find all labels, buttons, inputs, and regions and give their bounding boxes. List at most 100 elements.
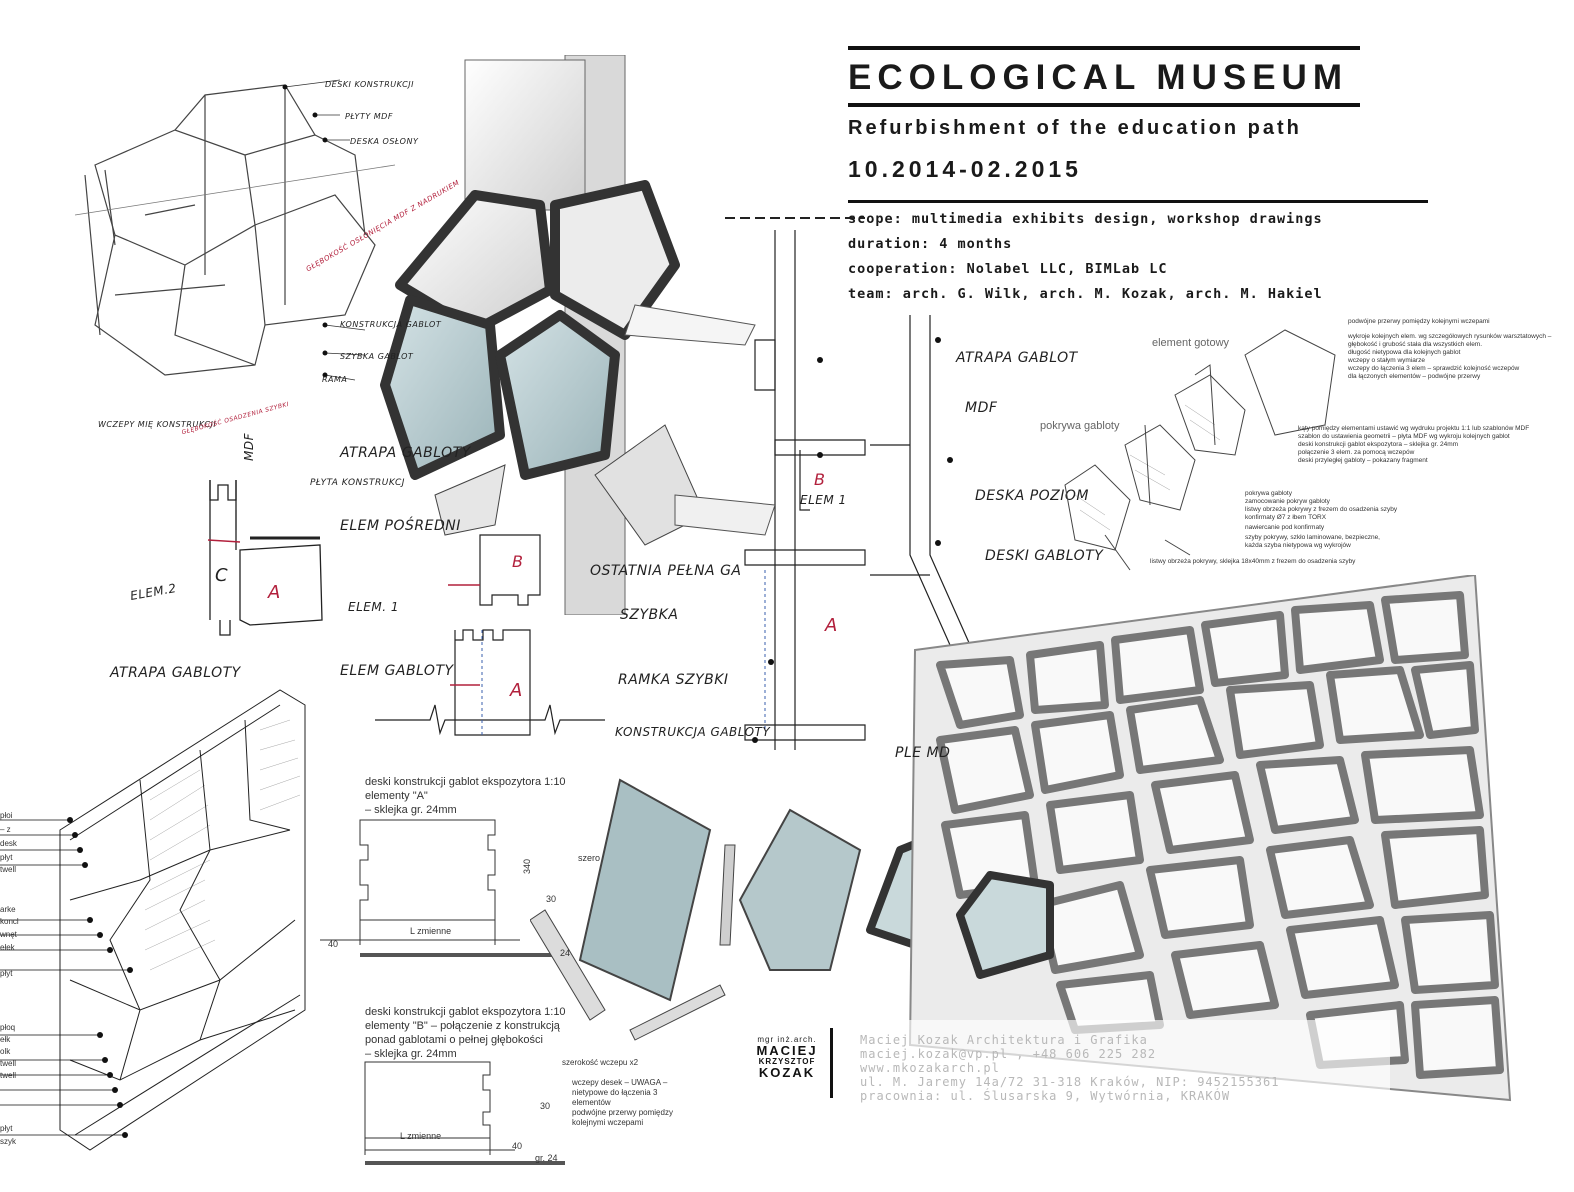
- label-mdf: MDF: [965, 400, 998, 416]
- vertical-section-sketch: [725, 217, 866, 750]
- left-callout-8: wnęt: [0, 930, 17, 939]
- exploded-note-b5: nawiercanie pod konfirmaty: [1245, 524, 1325, 531]
- section-sketch: [207, 480, 323, 636]
- label-letter-b: B: [512, 552, 524, 571]
- tech-b-dim-gr24: gr. 24: [535, 1153, 558, 1163]
- label-glebokosc-szybki: GŁĘBOKOŚĆ OSADZENIA SZYBKI: [180, 400, 290, 437]
- label-rama: RAMA: [322, 375, 348, 384]
- credit-contact[interactable]: maciej.kozak@vp.pl , +48 606 225 282: [860, 1047, 1157, 1061]
- detail-sketch-b: [448, 534, 541, 606]
- tech-dim-40: 40: [328, 939, 339, 949]
- label-ple-md: PLE MD: [895, 745, 951, 761]
- info-duration: duration: 4 months: [848, 236, 1013, 252]
- exploded-note-r4: długość nietypowa dla kolejnych gablot: [1348, 349, 1461, 356]
- tech-note-2: nietypowe do łączenia 3: [572, 1088, 658, 1097]
- exploded-note-b1: pokrywa gabloty: [1245, 490, 1292, 497]
- credit-company: Maciej Kozak Architektura i Grafika: [860, 1033, 1148, 1047]
- label-letter-a: A: [510, 680, 523, 701]
- left-callout-9: ełek: [0, 943, 15, 952]
- info-scope: scope: multimedia exhibits design, works…: [848, 211, 1323, 227]
- left-callout-3: desk: [0, 839, 17, 848]
- label-plyta-konstrukcji: PŁYTA KONSTRUKCJ: [310, 478, 405, 488]
- logo-degree: mgr inż.arch.: [757, 1035, 817, 1044]
- tech-b-dim: L zmienne: [400, 1131, 442, 1141]
- label-ostatnia: OSTATNIA PEŁNA GA: [590, 563, 742, 579]
- credit-website[interactable]: www.mkozakarch.pl: [860, 1061, 1000, 1075]
- logo-name-middle: KRZYSZTOF: [758, 1057, 816, 1066]
- honeycomb-wall-render: [908, 575, 1512, 1102]
- label-konstrukcja-gabloty: KONSTRUKCJA GABLOTY: [615, 725, 771, 739]
- tech-b-line2: elementy "B" – połączenie z konstrukcją: [365, 1020, 560, 1032]
- exploded-note-r7: dla łączonych elementów – podwójne przer…: [1348, 373, 1481, 380]
- exploded-cover-sketch: [1064, 329, 1336, 571]
- label-elem1b: ELEM 1: [800, 493, 847, 507]
- tech-szer: szero: [578, 853, 601, 863]
- label-letter-a-red: A: [268, 582, 281, 603]
- label-wczepy: WCZEPY MIĘ KONSTRUKCJI: [98, 420, 217, 429]
- label-letter-a-2: A: [825, 615, 838, 636]
- exploded-note-r9: szablon do ustawienia geometrii – płyta …: [1298, 433, 1510, 440]
- exploded-note-r2: wykroje kolejnych elem. wg szczegółowych…: [1348, 333, 1552, 340]
- label-deski-gabloty: DESKI GABLOTY: [985, 548, 1104, 564]
- isometric-wall-drawing: [0, 689, 306, 1151]
- tech-dim-30: 30: [546, 894, 557, 904]
- author-logo: mgr inż.arch. MACIEJ KRZYSZTOF KOZAK: [755, 1035, 819, 1079]
- exploded-note-r8: kąty pomiędzy elementami ustawić wg wydr…: [1298, 425, 1530, 432]
- tech-b-line4: – sklejka gr. 24mm: [365, 1048, 457, 1060]
- project-dates: 10.2014-02.2015: [848, 156, 1082, 182]
- exploded-note-b2: zamocowanie pokryw gabloty: [1245, 498, 1330, 505]
- tech-wczep-label: szerokość wczepu x2: [562, 1058, 639, 1067]
- tech-b-dim-30: 30: [540, 1101, 551, 1111]
- label-plyty-mdf: PŁYTY MDF: [345, 112, 393, 121]
- title-top-rule: [848, 46, 1360, 50]
- logo-divider: [830, 1028, 833, 1098]
- left-callout-11: płoq: [0, 1023, 16, 1032]
- left-callout-12: ełk: [0, 1035, 11, 1044]
- tech-drawing-a: [320, 819, 560, 957]
- exploded-note-b6: szyby pokrywy, szkło laminowane, bezpiec…: [1245, 534, 1380, 541]
- exploded-note-r10: deski konstrukcji gablot ekspozytora – s…: [1298, 441, 1459, 448]
- tech-a-line2: elementy "A": [365, 790, 428, 802]
- credit-address: ul. M. Jaremy 14a/72 31-318 Kraków, NIP:…: [860, 1075, 1280, 1089]
- exploded-note-r3: głębokość i grubość stała dla wszystkich…: [1348, 341, 1483, 348]
- left-callout-14: twell: [0, 1059, 17, 1068]
- credit-studio: pracownia: ul. Ślusarska 9, Wytwórnia, K…: [860, 1089, 1231, 1103]
- exploded-note-r12: deski przyległej gabloty – pokazany frag…: [1298, 457, 1428, 464]
- label-deski-konstrukcji: DESKI KONSTRUKCJI: [325, 80, 414, 89]
- detail-sketch-a: [375, 629, 605, 736]
- tech-note-3: elementów: [572, 1098, 611, 1107]
- title-bottom-rule: [848, 103, 1360, 107]
- exploded-note-r5: wczepy o stałym wymiarze: [1348, 357, 1425, 364]
- label-letter-b-2: B: [814, 470, 826, 489]
- left-callout-4: płyt: [0, 853, 13, 862]
- exploded-note-r6: wczepy do łączenia 3 elem – sprawdzić ko…: [1348, 365, 1520, 372]
- label-pokrywa-gabloty: pokrywa gabloty: [1040, 420, 1120, 432]
- left-callout-6: arke: [0, 905, 16, 914]
- logo-name-last: KOZAK: [758, 1065, 816, 1080]
- label-elem-gabloty: ELEM GABLOTY: [340, 663, 454, 679]
- left-callout-15: twell: [0, 1071, 17, 1080]
- label-atrapa-gabloty-2: ATRAPA GABLOTY: [110, 665, 241, 681]
- logo-name-first: MACIEJ: [756, 1043, 818, 1058]
- credits-backdrop: [850, 1020, 1390, 1110]
- label-deska-oslony: DESKA OSŁONY: [350, 137, 419, 146]
- label-deska-poziom: DESKA POZIOM: [975, 488, 1090, 504]
- page-subtitle: Refurbishment of the education path: [848, 117, 1302, 139]
- left-callout-5: twell: [0, 865, 17, 874]
- left-callout-16: płyt: [0, 1124, 13, 1133]
- right-section-sketch: [870, 315, 971, 646]
- tech-a-title: deski konstrukcji gablot ekspozytora 1:1…: [365, 776, 566, 788]
- left-callout-1: płoi: [0, 811, 13, 820]
- label-szybka: SZYBKA: [620, 607, 679, 623]
- label-elem1: ELEM. 1: [348, 600, 399, 614]
- hex-cabinet-render: [380, 55, 775, 615]
- info-team: team: arch. G. Wilk, arch. M. Kozak, arc…: [848, 286, 1323, 302]
- label-szybka-gablot: SZYBKA GABLOT: [340, 352, 414, 361]
- exploded-note-b3: listwy obrzeża pokrywy z frezem do osadz…: [1245, 506, 1398, 513]
- page-title: ECOLOGICAL MUSEUM: [848, 58, 1348, 97]
- left-callout-7: koncl: [0, 917, 19, 926]
- tech-note-4: podwójne przerwy pomiędzy: [572, 1108, 673, 1117]
- label-atrapa-gabloty-1: ATRAPA GABLOTY: [340, 445, 471, 461]
- label-letter-c: C: [215, 565, 229, 586]
- exploded-note-b4: konfirmaty Ø7 z łbem TORX: [1245, 514, 1327, 521]
